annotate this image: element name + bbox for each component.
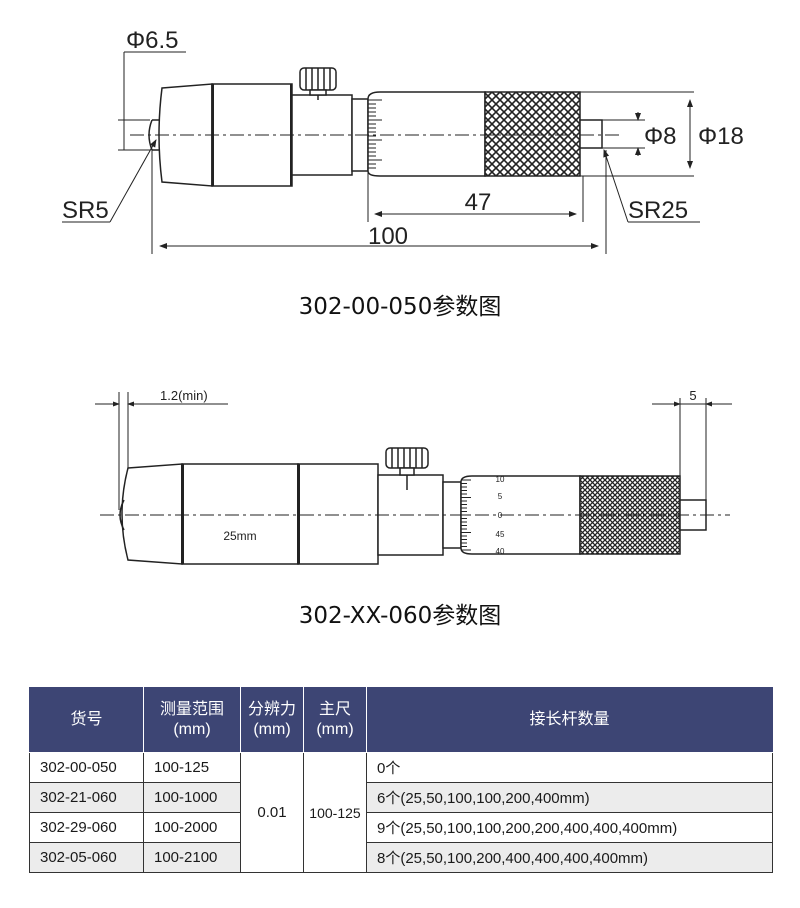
cell-code: 302-21-060 [29, 782, 144, 813]
cell-range: 100-2000 [143, 812, 241, 843]
scale-mark-5: 5 [498, 492, 503, 501]
cell-rods: 9个(25,50,100,100,200,200,400,400,400mm) [366, 812, 773, 843]
spec-table: 货号 测量范围(mm) 分辨力(mm) 主尺(mm) 接长杆数量 302-00-… [29, 687, 773, 873]
cell-code: 302-29-060 [29, 812, 144, 843]
table-row: 302-05-060 100-2100 8个(25,50,100,200,400… [29, 842, 773, 873]
cell-rods: 0个 [366, 752, 773, 783]
dim-sr5: SR5 [62, 197, 109, 224]
dim-100: 100 [368, 223, 408, 250]
cell-range: 100-1000 [143, 782, 241, 813]
cell-resolution: 0.01 [240, 752, 304, 873]
cell-rods: 8个(25,50,100,200,400,400,400,400mm) [366, 842, 773, 873]
drawing-caption-302-00-050: 302-00-050参数图 [298, 294, 502, 320]
dim-phi-8: Φ8 [644, 123, 677, 150]
dim-sr25: SR25 [628, 197, 688, 224]
header-rod-count: 接长杆数量 [366, 687, 773, 753]
cell-rods: 6个(25,50,100,100,200,400mm) [366, 782, 773, 813]
dim-phi-18: Φ18 [698, 123, 744, 150]
dim-1-2-min: 1.2(min) [160, 388, 208, 403]
table-row: 302-21-060 100-1000 6个(25,50,100,100,200… [29, 782, 773, 813]
header-main-scale: 主尺(mm) [303, 687, 367, 753]
dim-5: 5 [689, 388, 696, 403]
table-header-row: 货号 测量范围(mm) 分辨力(mm) 主尺(mm) 接长杆数量 [29, 687, 773, 753]
label-25mm: 25mm [223, 529, 256, 543]
cell-code: 302-05-060 [29, 842, 144, 873]
cell-code: 302-00-050 [29, 752, 144, 783]
header-range: 测量范围(mm) [143, 687, 241, 753]
cell-range: 100-125 [143, 752, 241, 783]
header-item-no: 货号 [29, 687, 144, 753]
thimble-scale-ticks [368, 99, 382, 169]
table-row: 302-00-050 100-125 0.01 100-125 0个 [29, 752, 773, 873]
scale-mark-40: 40 [496, 547, 505, 556]
cell-range: 100-2100 [143, 842, 241, 873]
cell-main-scale: 100-125 [303, 752, 367, 873]
scale-mark-10: 10 [496, 475, 505, 484]
header-resolution: 分辨力(mm) [240, 687, 304, 753]
drawing-caption-302-xx-060: 302-XX-060参数图 [298, 603, 502, 629]
dim-47: 47 [465, 189, 492, 216]
scale-mark-45: 45 [496, 530, 505, 539]
thimble-scale-ticks-2 [461, 479, 471, 551]
dim-phi-6-5: Φ6.5 [126, 27, 179, 54]
micrometer-drawing-302-00-050: Φ6.5 SR5 47 100 SR25 Φ8 Φ18 [62, 27, 744, 254]
micrometer-drawing-302-xx-060: 10 5 0 45 40 25mm 1.2(min) 5 [95, 388, 732, 565]
table-row: 302-29-060 100-2000 9个(25,50,100,100,200… [29, 812, 773, 843]
